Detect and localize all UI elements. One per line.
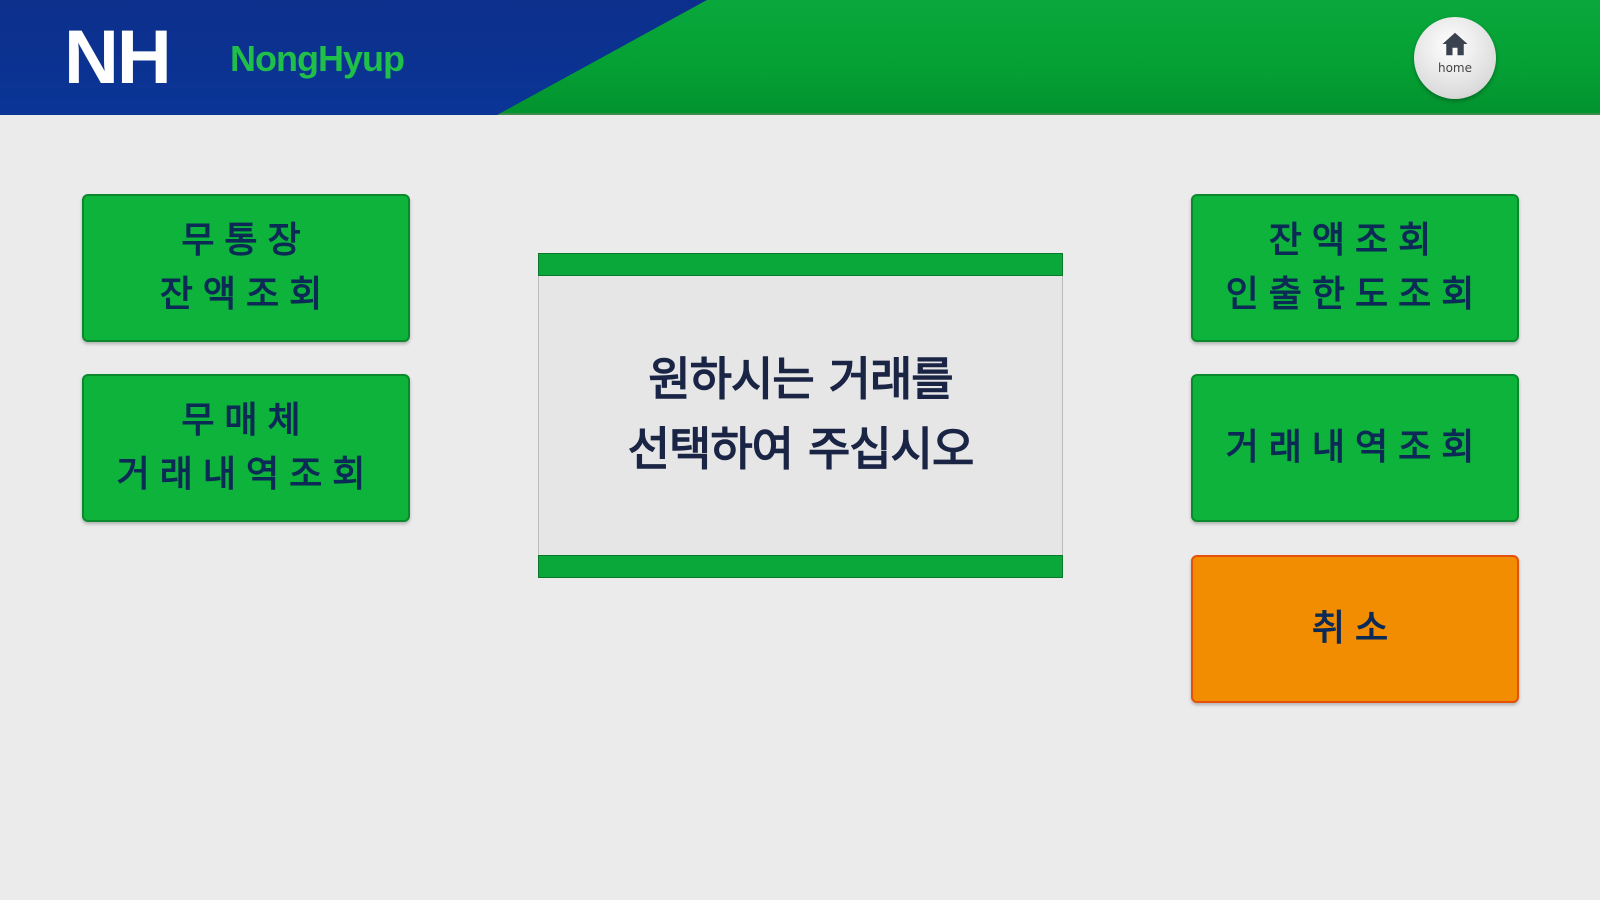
button-label: 무통장 [181, 220, 311, 261]
home-button[interactable]: home [1414, 17, 1496, 99]
home-label: home [1437, 61, 1473, 75]
message-line: 원하시는 거래를 [648, 352, 953, 406]
transaction-history-button[interactable]: 거래내역조회 [1191, 374, 1519, 522]
panel-top-bar [538, 253, 1063, 276]
passbookless-balance-inquiry-button[interactable]: 무통장 잔액조회 [82, 194, 410, 342]
button-label: 무매체 [181, 400, 311, 441]
header-bar: NH NongHyup home [0, 0, 1600, 115]
message-panel: 원하시는 거래를 선택하여 주십시오 [538, 253, 1063, 578]
cardless-transaction-history-button[interactable]: 무매체 거래내역조회 [82, 374, 410, 522]
button-label: 거래내역조회 [1225, 427, 1485, 468]
cancel-button[interactable]: 취소 [1191, 555, 1519, 703]
button-label: 인출한도조회 [1225, 274, 1485, 315]
nh-logo: NH [64, 15, 172, 100]
message-line: 선택하여 주십시오 [627, 422, 975, 476]
balance-withdrawal-limit-inquiry-button[interactable]: 잔액조회 인출한도조회 [1191, 194, 1519, 342]
panel-bottom-bar [538, 555, 1063, 578]
home-icon [1442, 32, 1468, 56]
instruction-message: 원하시는 거래를 선택하여 주십시오 [539, 344, 1062, 484]
button-label: 잔액조회 [1268, 220, 1442, 261]
button-label: 잔액조회 [159, 274, 333, 315]
button-label: 취소 [1311, 608, 1399, 649]
nonghyup-logo-text: NongHyup [230, 38, 405, 79]
button-label: 거래내역조회 [116, 454, 376, 495]
